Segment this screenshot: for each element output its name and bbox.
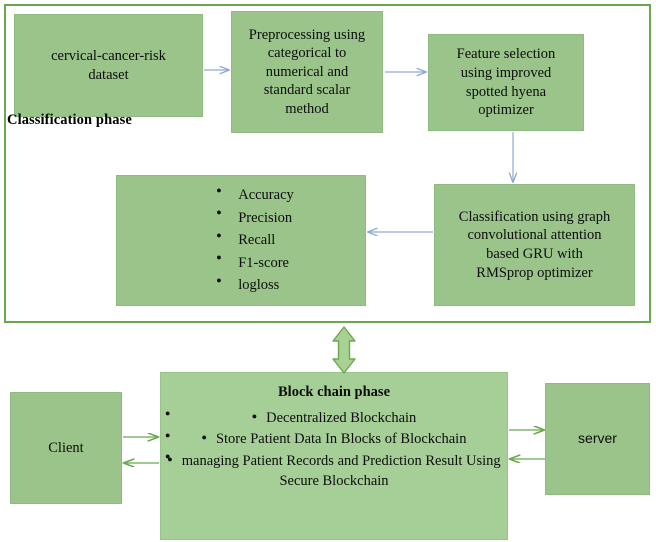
list-item: F1-score: [212, 251, 294, 274]
box-dataset-line-2: dataset: [88, 66, 129, 83]
classification-phase-frame: [4, 4, 651, 323]
metrics-list: Accuracy Precision Recall F1-score loglo…: [212, 184, 294, 296]
bullet-icon: ●: [251, 410, 258, 421]
box-classification-line-3: based GRU with: [486, 246, 583, 262]
list-item-label: Decentralized Blockchain: [266, 409, 417, 426]
block-chain-phase-title: Block chain phase: [278, 384, 390, 400]
box-client: Client: [10, 392, 122, 504]
box-client-label: Client: [48, 439, 84, 456]
list-item: ● managing Patient Records and Prediction…: [161, 450, 507, 492]
list-item: ● Store Patient Data In Blocks of Blockch…: [161, 429, 507, 450]
box-classification-line-4: RMSprop optimizer: [476, 264, 593, 281]
box-dataset-line-1: cervical-cancer-risk: [51, 47, 166, 64]
list-item: ● Decentralized Blockchain: [161, 407, 507, 429]
box-feature-selection-line-2: using improved: [460, 64, 552, 81]
list-item: logloss: [212, 274, 294, 296]
box-preprocessing-line-4: standard scalar: [263, 82, 351, 99]
list-item: Accuracy: [212, 184, 294, 206]
classification-phase-label: Classification phase: [7, 112, 132, 128]
bullet-icon: ●: [201, 432, 207, 443]
box-feature-selection: Feature selection using improved spotted…: [428, 34, 584, 131]
box-evaluation-metrics: Accuracy Precision Recall F1-score loglo…: [116, 175, 366, 306]
box-feature-selection-line-1: Feature selection: [456, 46, 556, 63]
box-feature-selection-line-3: spotted hyena: [465, 83, 547, 100]
box-preprocessing-line-3: numerical and: [265, 63, 349, 80]
box-cervical-cancer-risk-dataset: cervical-cancer-risk dataset: [14, 14, 203, 117]
arrow-classification-phase-to-blockchain-phase: [332, 326, 356, 374]
box-feature-selection-line-4: optimizer: [478, 102, 534, 119]
box-classification-gcn-gru: Classification using graph convolutional…: [434, 184, 635, 306]
list-item-label: managing Patient Records and Prediction …: [181, 452, 501, 490]
list-item: Recall: [212, 229, 294, 251]
box-server-label: server: [578, 430, 617, 447]
box-preprocessing-line-2: categorical to: [267, 45, 347, 62]
box-block-chain-phase: Block chain phase ● Decentralized Blockch…: [160, 372, 508, 540]
box-classification-line-1: Classification using graph: [458, 208, 611, 225]
box-server: server: [545, 383, 650, 495]
list-item: Precision: [212, 206, 294, 229]
box-preprocessing-line-5: method: [285, 100, 329, 117]
box-preprocessing-line-1: Preprocessing using: [248, 26, 366, 43]
box-preprocessing: Preprocessing using categorical to numer…: [231, 11, 383, 133]
list-item-label: Store Patient Data In Blocks of Blockcha…: [215, 431, 467, 448]
box-classification-line-2: convolutional attention: [467, 227, 602, 244]
bullet-icon: ●: [167, 453, 173, 464]
blockchain-feature-list: ● Decentralized Blockchain ● Store Patient…: [161, 407, 507, 493]
